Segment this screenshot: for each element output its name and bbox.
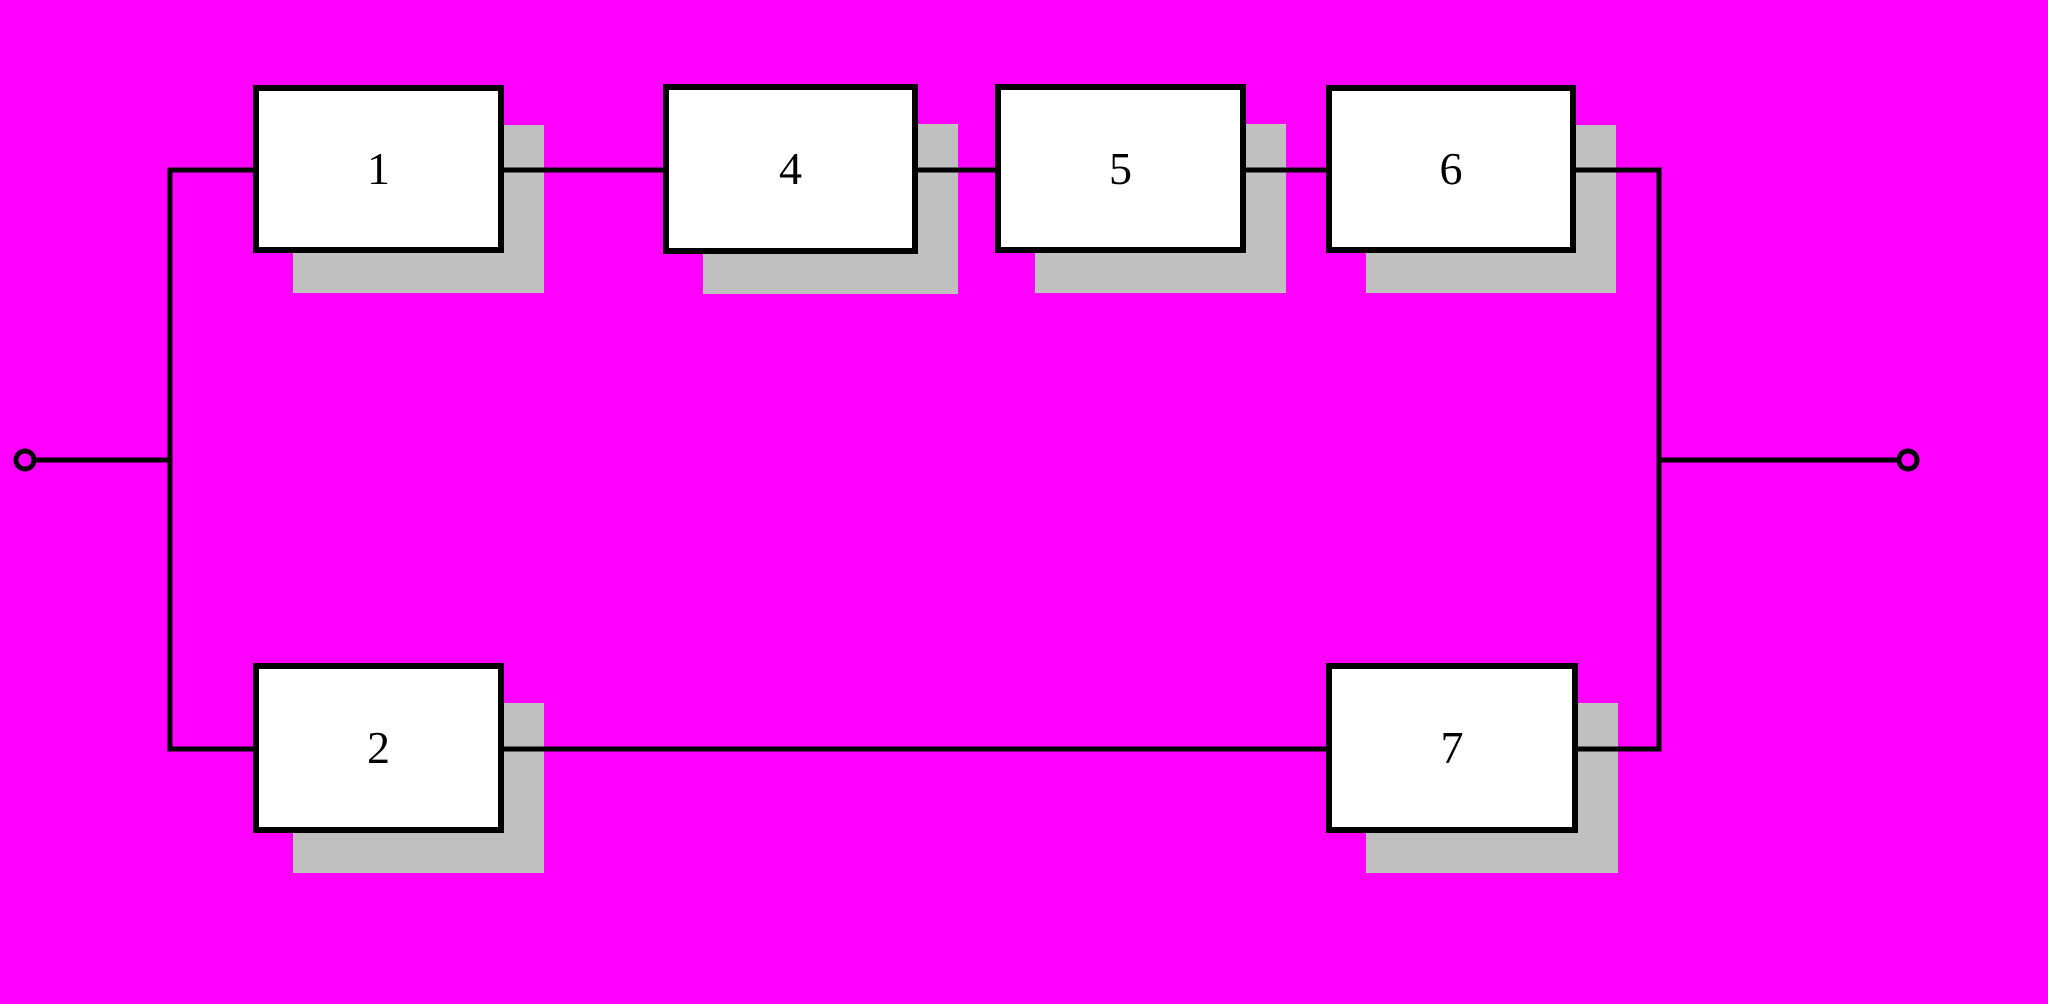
block-body-2[interactable]: 2	[253, 663, 504, 833]
block-node-2[interactable]: 2	[253, 663, 544, 873]
block-label-7: 7	[1440, 722, 1464, 773]
block-label-5: 5	[1109, 142, 1132, 194]
block-label-6: 6	[1439, 143, 1463, 194]
block-body-7[interactable]: 7	[1326, 663, 1578, 833]
wire-left-rail	[167, 167, 256, 752]
wire-right-rail	[1572, 167, 1662, 752]
block-label-4: 4	[779, 143, 802, 194]
terminal-right-icon[interactable]	[1896, 448, 1920, 472]
block-node-5[interactable]: 5	[995, 84, 1286, 293]
block-label-2: 2	[367, 722, 390, 773]
block-label-1: 1	[367, 143, 390, 194]
block-node-7[interactable]: 7	[1326, 663, 1618, 873]
terminal-left-icon[interactable]	[13, 448, 37, 472]
block-node-4[interactable]: 4	[663, 84, 958, 294]
block-body-5[interactable]: 5	[995, 84, 1246, 253]
block-node-6[interactable]: 6	[1326, 85, 1616, 293]
block-body-4[interactable]: 4	[663, 84, 918, 254]
